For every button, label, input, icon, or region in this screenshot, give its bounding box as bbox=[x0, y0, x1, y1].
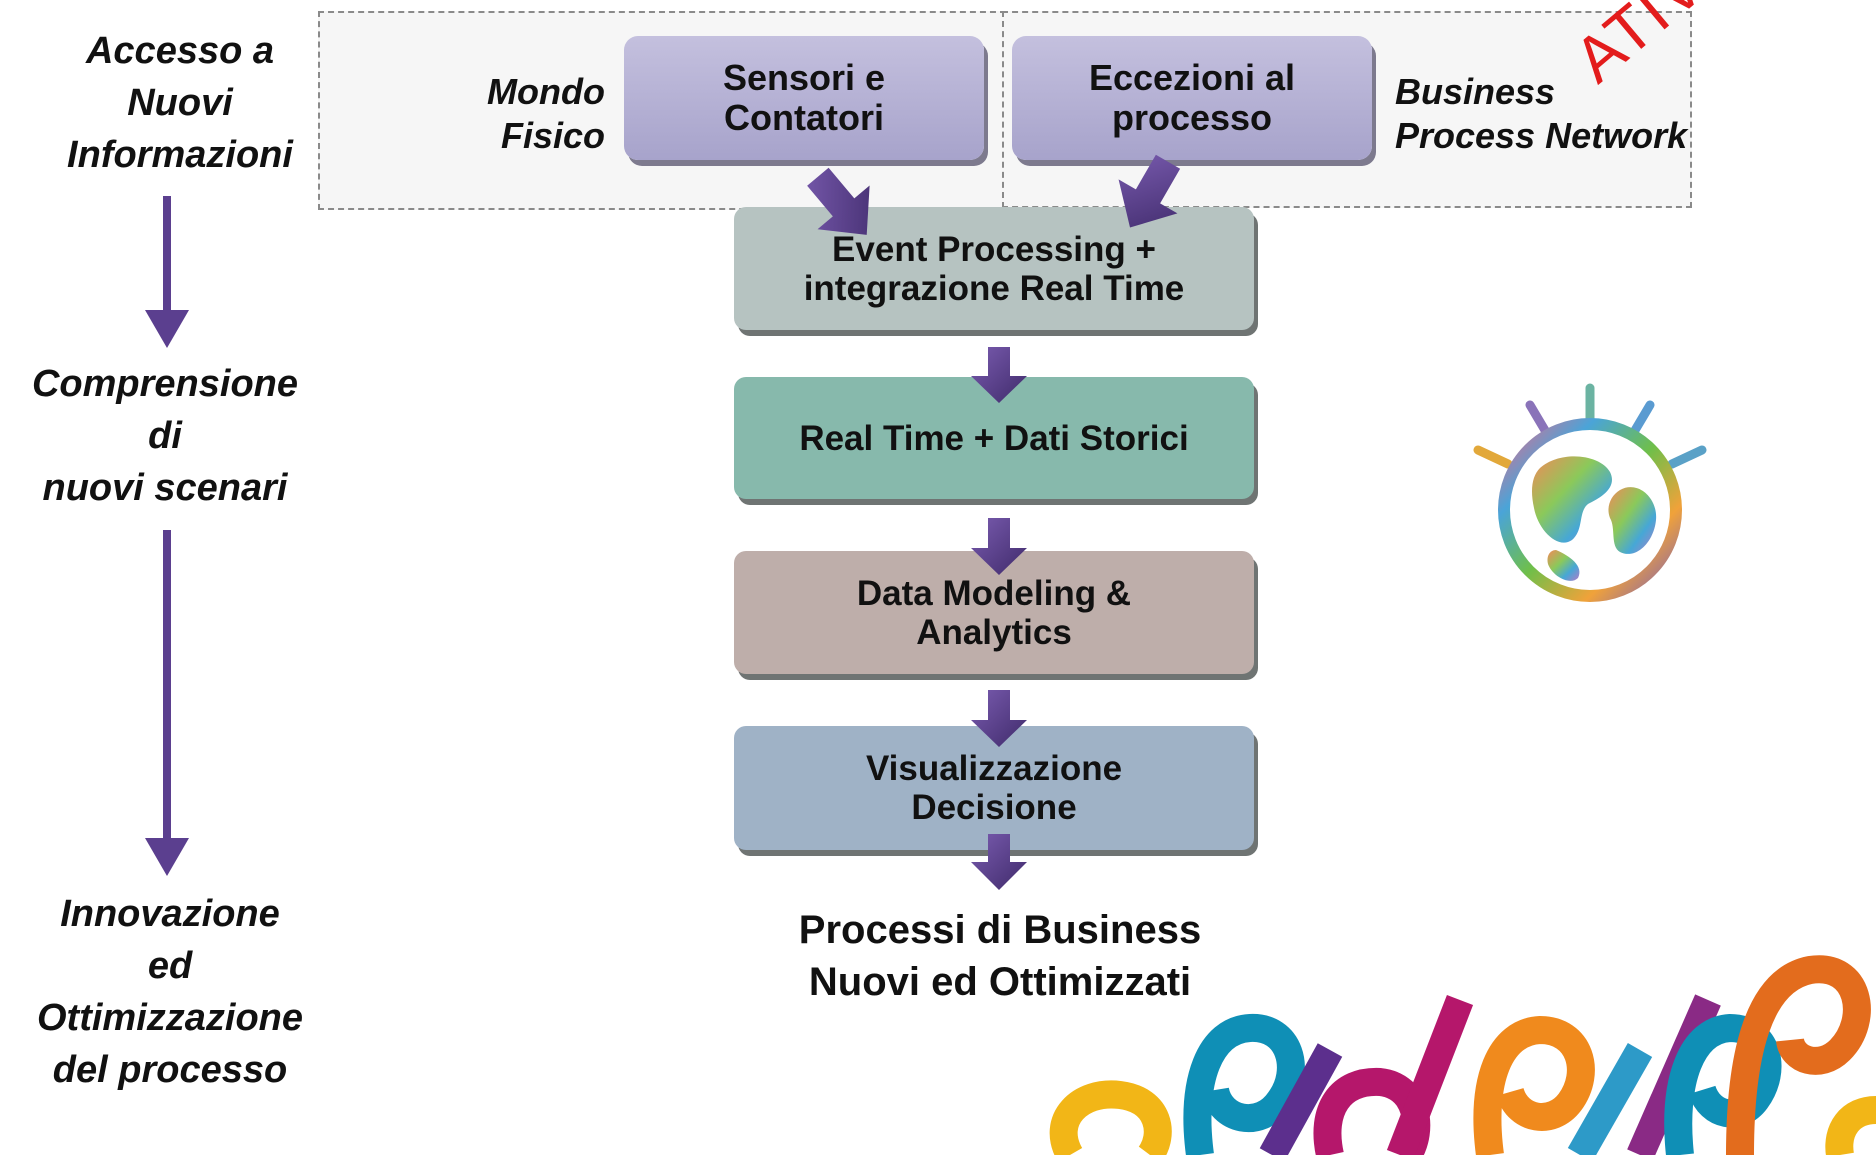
stage-access-line: Accesso a bbox=[85, 30, 274, 72]
physical-world-line: Mondo bbox=[487, 71, 605, 112]
step-real-time-historical: Real Time + Dati Storici bbox=[734, 377, 1254, 499]
stage-innovation-line: ed bbox=[147, 945, 193, 987]
stage-understanding-line: di bbox=[148, 415, 182, 457]
step-visualization: Visualizzazione Decisione bbox=[734, 726, 1254, 850]
stage-understanding-label: Comprensione di nuovi scenari bbox=[0, 358, 330, 514]
stage-understanding-line: Comprensione bbox=[31, 363, 299, 405]
outcome-line: Processi di Business bbox=[798, 908, 1202, 952]
stage-innovation-line: del processo bbox=[52, 1049, 288, 1091]
stage-flow-line-1 bbox=[163, 196, 171, 316]
step-line: Decisione bbox=[911, 788, 1077, 827]
step-data-modeling: Data Modeling & Analytics bbox=[734, 551, 1254, 674]
stage-understanding-line: nuovi scenari bbox=[42, 467, 288, 509]
stage-flow-arrowhead-1 bbox=[145, 310, 189, 348]
business-network-line: Business bbox=[1395, 71, 1556, 112]
stage-innovation-line: Innovazione bbox=[60, 893, 280, 935]
stage-flow-arrowhead-2 bbox=[145, 838, 189, 876]
exceptions-box: Eccezioni al processo bbox=[1012, 36, 1372, 160]
step-event-processing: Event Processing + integrazione Real Tim… bbox=[734, 207, 1254, 330]
step-line: Visualizzazione bbox=[865, 749, 1123, 788]
stage-flow-line-2 bbox=[163, 530, 171, 842]
business-network-line: Process Network bbox=[1395, 115, 1688, 156]
step-line: Data Modeling & bbox=[856, 573, 1132, 613]
stage-access-label: Accesso a Nuovi Informazioni bbox=[30, 25, 330, 181]
stage-access-line: Nuovi bbox=[127, 82, 233, 124]
decorative-swirl-logo bbox=[1049, 955, 1876, 1155]
outcome-label: Processi di Business Nuovi ed Ottimizzat… bbox=[700, 904, 1300, 1008]
step-line: Event Processing + bbox=[832, 229, 1156, 269]
exceptions-line: Eccezioni al bbox=[1088, 57, 1296, 98]
sensors-box: Sensori e Contatori bbox=[624, 36, 984, 160]
stage-innovation-line: Ottimizzazione bbox=[36, 997, 304, 1039]
step-line: Analytics bbox=[916, 612, 1072, 652]
sensors-line: Sensori e bbox=[722, 57, 886, 98]
stage-innovation-label: Innovazione ed Ottimizzazione del proces… bbox=[0, 888, 340, 1096]
stage-access-line: Informazioni bbox=[67, 134, 293, 176]
step-line: Real Time + Dati Storici bbox=[799, 418, 1189, 458]
business-network-label: Business Process Network bbox=[1395, 70, 1695, 158]
physical-world-label: Mondo Fisico bbox=[470, 70, 605, 158]
smarter-planet-globe-icon bbox=[1473, 383, 1707, 602]
step-line: integrazione Real Time bbox=[803, 268, 1185, 308]
outcome-line: Nuovi ed Ottimizzati bbox=[808, 960, 1192, 1004]
exceptions-line: processo bbox=[1111, 97, 1273, 138]
sensors-line: Contatori bbox=[724, 97, 884, 138]
physical-world-line: Fisico bbox=[500, 115, 605, 156]
